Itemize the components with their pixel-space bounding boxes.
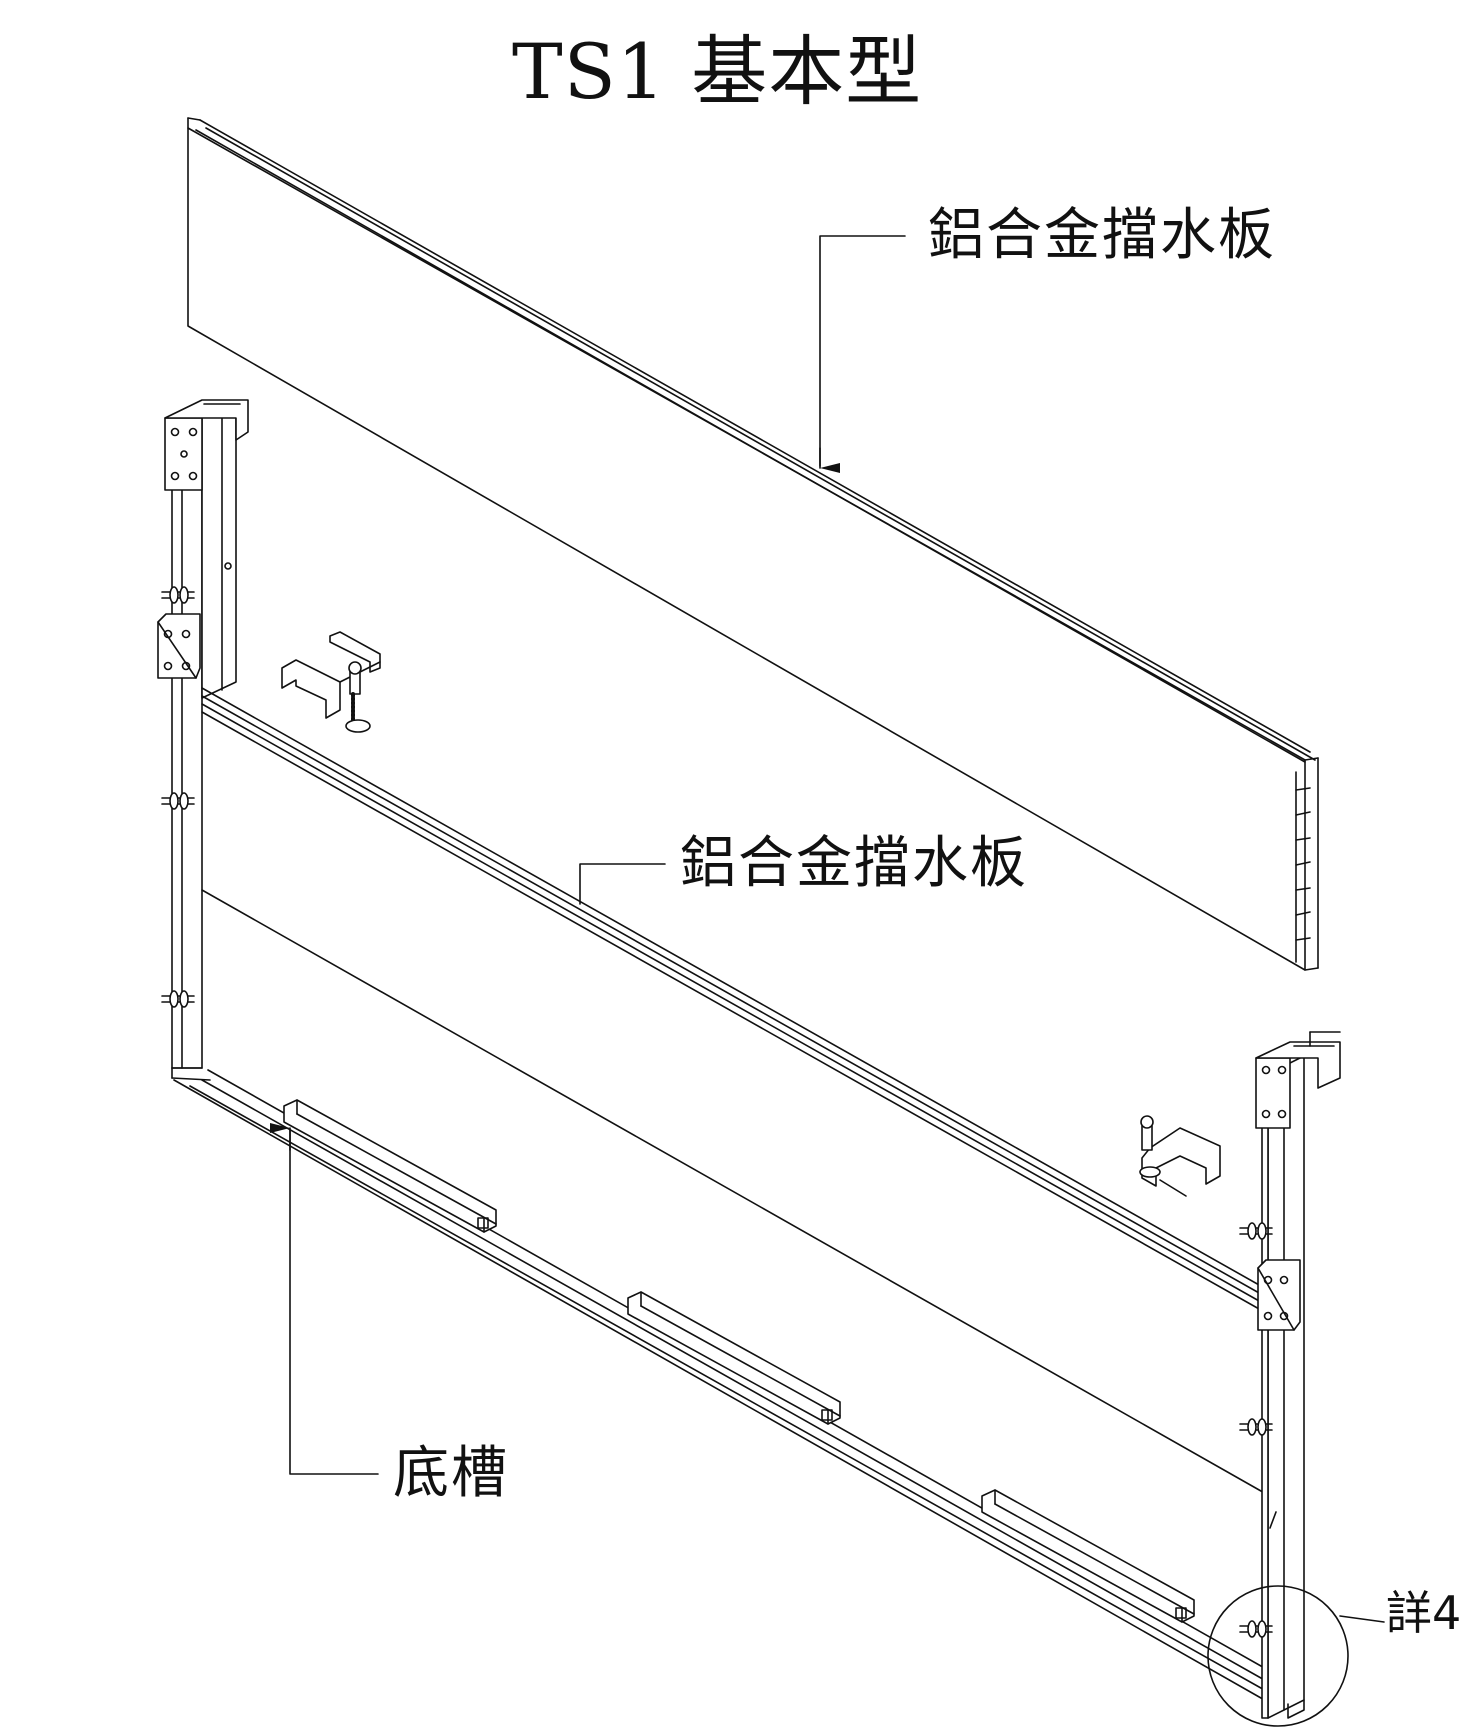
top-aluminum-panel [188, 118, 1318, 970]
left-bolt-1 [162, 586, 194, 604]
left-bolt-3 [162, 990, 194, 1008]
bottom-channel-segment-1 [284, 1100, 496, 1232]
middle-panel-leader [580, 864, 665, 904]
top-panel-label: 鋁合金擋水板 [928, 203, 1276, 268]
left-clamp [282, 632, 380, 733]
right-bolt-3 [1240, 1620, 1272, 1638]
bottom-channel-label: 底槽 [393, 1441, 509, 1506]
top-panel-leader [820, 236, 905, 473]
middle-panel-label: 鋁合金擋水板 [680, 831, 1028, 896]
right-bolt-1 [1240, 1222, 1272, 1240]
left-bolt-2 [162, 792, 194, 810]
drawing-title: TS1 基本型 [512, 27, 923, 116]
right-post [1240, 1032, 1340, 1718]
bottom-channel-leader [270, 1123, 378, 1474]
bottom-channel-segment-2 [628, 1292, 840, 1424]
detail-4-callout [1208, 1586, 1384, 1726]
left-post [158, 400, 248, 1080]
right-clamp [1139, 1116, 1220, 1196]
detail-reference-label: 詳4 [1386, 1586, 1462, 1640]
right-bolt-2 [1240, 1418, 1272, 1436]
bottom-channel-segment-3 [982, 1490, 1194, 1622]
